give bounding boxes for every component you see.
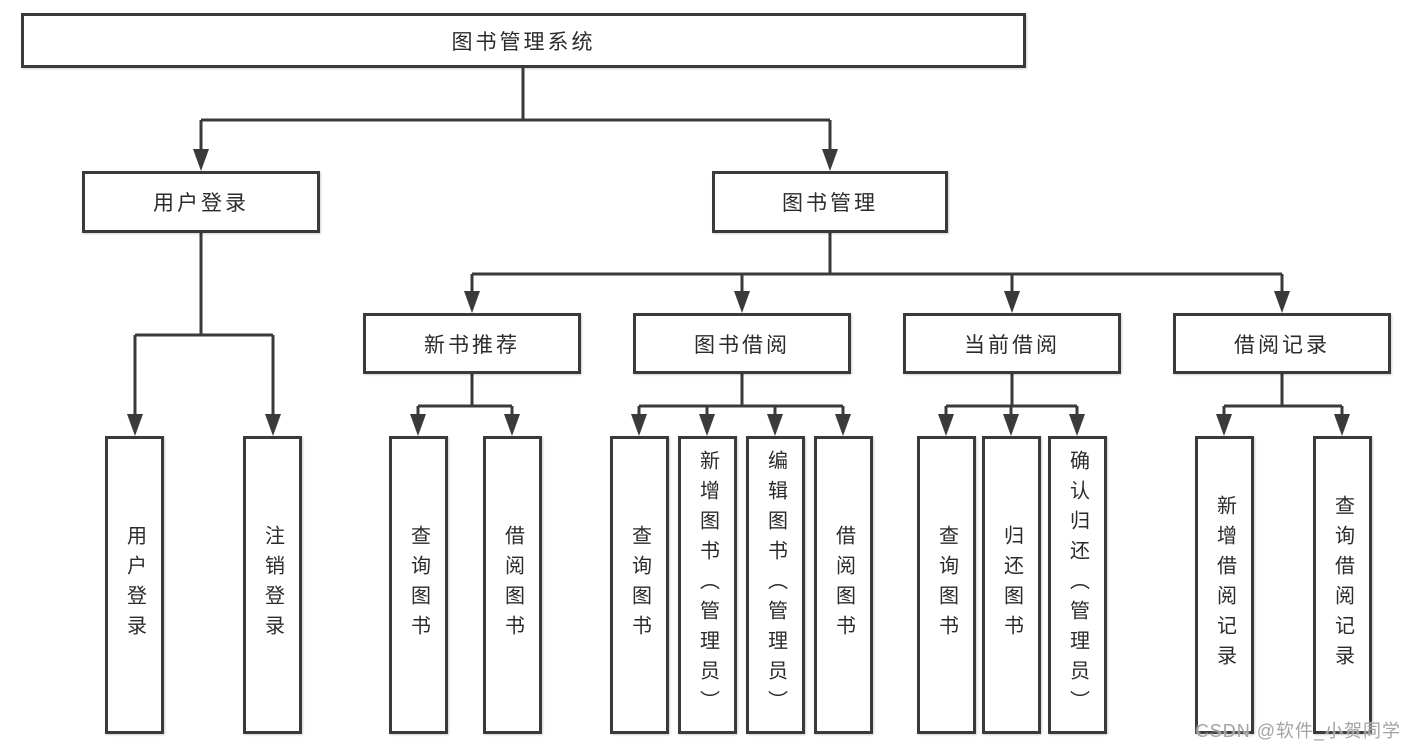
leaf-add-borrow-record: 新增借阅记录	[1195, 436, 1254, 734]
connector-borrow-to-leaves	[637, 374, 845, 421]
arrowheads	[127, 149, 1350, 436]
leaf-confirm-return-admin: 确认归还（管理员）	[1048, 436, 1107, 734]
leaf-label: 查询图书	[407, 525, 430, 645]
node-label: 图书借阅	[694, 333, 790, 357]
leaf-add-books-admin: 新增图书（管理员）	[678, 436, 737, 734]
leaf-label: 新增借阅记录	[1213, 495, 1236, 675]
node-library-management-system: 图书管理系统	[21, 13, 1026, 68]
node-label: 用户登录	[153, 192, 249, 215]
leaf-label: 确认归还（管理员）	[1066, 450, 1089, 720]
leaf-recommend-borrow-books: 借阅图书	[483, 436, 542, 734]
leaf-label: 注销登录	[261, 525, 284, 645]
connector-root-to-level2	[199, 68, 832, 158]
node-new-book-recommend: 新书推荐	[363, 313, 581, 374]
node-book-borrow: 图书借阅	[633, 313, 851, 374]
leaf-label: 查询图书	[628, 525, 651, 645]
leaf-label: 借阅图书	[501, 525, 524, 645]
leaf-label: 用户登录	[123, 525, 146, 645]
node-label: 图书管理	[782, 192, 878, 215]
leaf-label: 借阅图书	[832, 525, 855, 645]
connector-login-to-leaves	[133, 233, 275, 421]
leaf-label: 归还图书	[1000, 525, 1023, 645]
node-borrow-records: 借阅记录	[1173, 313, 1391, 374]
node-user-login: 用户登录	[82, 171, 320, 233]
leaf-label: 查询借阅记录	[1331, 495, 1354, 675]
leaf-label: 新增图书（管理员）	[696, 450, 719, 720]
connector-current-to-leaves	[944, 374, 1079, 421]
leaf-recommend-query-books: 查询图书	[389, 436, 448, 734]
leaf-borrow-books: 借阅图书	[814, 436, 873, 734]
leaf-edit-books-admin: 编辑图书（管理员）	[746, 436, 805, 734]
connector-management-to-level3	[470, 233, 1284, 300]
node-label: 当前借阅	[964, 333, 1060, 357]
leaf-label: 查询图书	[935, 525, 958, 645]
connector-records-to-leaves	[1222, 374, 1344, 421]
csdn-watermark: CSDN @软件_小贺同学	[1195, 721, 1401, 741]
leaf-return-books: 归还图书	[982, 436, 1041, 734]
node-current-borrow: 当前借阅	[903, 313, 1121, 374]
node-label: 新书推荐	[424, 333, 520, 357]
leaf-label: 编辑图书（管理员）	[764, 450, 787, 720]
leaf-query-borrow-record: 查询借阅记录	[1313, 436, 1372, 734]
node-book-management: 图书管理	[712, 171, 948, 233]
leaf-current-query-books: 查询图书	[917, 436, 976, 734]
leaf-logout: 注销登录	[243, 436, 302, 734]
leaf-borrow-query-books: 查询图书	[610, 436, 669, 734]
leaf-user-login: 用户登录	[105, 436, 164, 734]
node-label: 借阅记录	[1234, 333, 1330, 357]
connector-recommend-to-leaves	[416, 374, 514, 421]
node-label: 图书管理系统	[451, 30, 596, 54]
